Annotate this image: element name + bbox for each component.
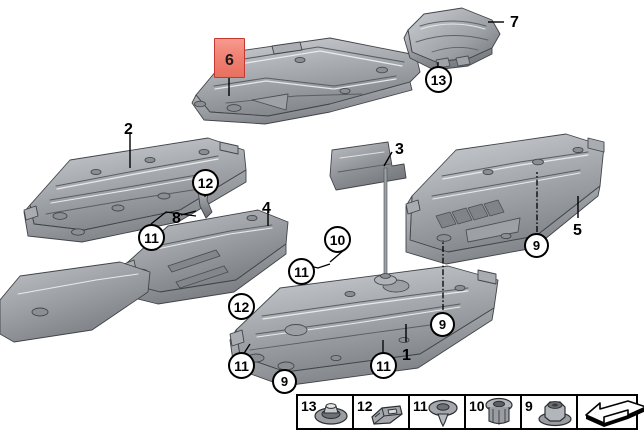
part-6-shape <box>191 37 421 125</box>
callout-balloon-13-top[interactable]: 13 <box>425 66 452 93</box>
legend-number-9: 9 <box>525 398 533 414</box>
callout-balloon-9-mid[interactable]: 9 <box>430 312 455 337</box>
part-5-shape <box>405 133 605 265</box>
callout-balloon-9-right[interactable]: 9 <box>524 233 549 258</box>
socket-screw-icon <box>480 397 518 427</box>
hex-flange-nut-icon <box>536 397 574 427</box>
legend-item-11[interactable]: 11 <box>410 396 466 428</box>
driving-direction-arrow-icon <box>584 399 644 427</box>
leader-lines-dashdot <box>442 172 538 310</box>
part-label-5: 5 <box>573 222 582 239</box>
callout-balloon-12-lower[interactable]: 12 <box>228 293 255 320</box>
stud-shape <box>374 167 397 286</box>
legend-item-13[interactable]: 13 <box>298 396 354 428</box>
legend-item-10[interactable]: 10 <box>466 396 522 428</box>
part-label-8: 8 <box>172 210 181 227</box>
callout-balloon-11-bottom[interactable]: 11 <box>370 352 397 379</box>
fastener-legend: 13 12 <box>296 394 644 430</box>
callout-balloon-11-mid[interactable]: 11 <box>288 258 315 285</box>
callout-balloon-11-upper[interactable]: 11 <box>138 224 165 251</box>
part-7-shape <box>403 7 501 71</box>
push-rivet-icon <box>424 397 462 427</box>
callout-balloon-9-bottom[interactable]: 9 <box>272 369 297 394</box>
part-label-2: 2 <box>124 121 133 138</box>
callout-balloon-11-lower[interactable]: 11 <box>228 352 255 379</box>
part-label-1: 1 <box>402 347 411 364</box>
part-lower-left-shape <box>0 261 151 343</box>
part-2-shape <box>23 137 247 243</box>
part-label-4: 4 <box>262 200 271 217</box>
grommet-washer-icon <box>312 397 350 427</box>
part-label-3: 3 <box>395 141 404 158</box>
spring-clip-nut-icon <box>368 397 406 427</box>
legend-number-11: 11 <box>413 398 428 414</box>
legend-direction-cell[interactable] <box>578 396 644 428</box>
legend-number-13: 13 <box>301 398 317 414</box>
callout-balloon-12-upper[interactable]: 12 <box>192 169 219 196</box>
callout-balloon-10[interactable]: 10 <box>324 226 351 253</box>
part-1-shape <box>229 265 499 387</box>
part-label-7: 7 <box>510 14 519 31</box>
legend-item-9[interactable]: 9 <box>522 396 578 428</box>
legend-number-10: 10 <box>469 398 485 414</box>
highlight-number: 6 <box>225 52 234 69</box>
legend-item-12[interactable]: 12 <box>354 396 410 428</box>
legend-number-12: 12 <box>357 398 373 414</box>
highlight-box-part-6[interactable]: 6 <box>214 38 245 78</box>
